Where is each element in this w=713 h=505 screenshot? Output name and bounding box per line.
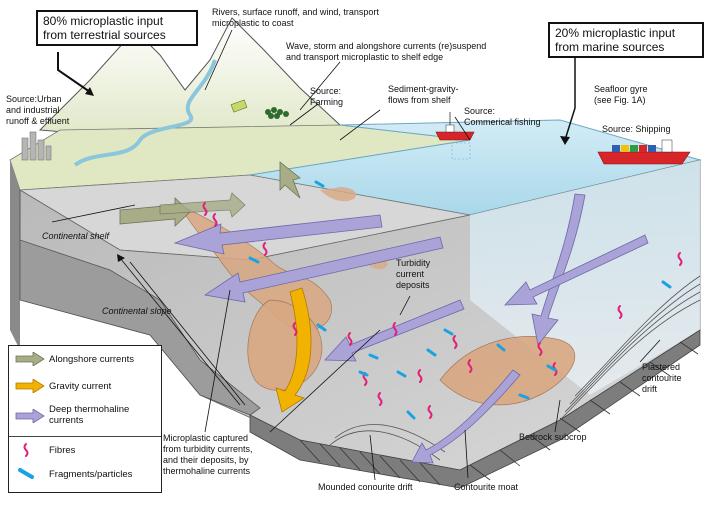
label-seafloor-gyre: Seafloor gyre (see Fig. 1A) xyxy=(594,84,648,106)
sediment-plume xyxy=(320,187,356,202)
label-shipping-source: Source: Shipping xyxy=(602,124,671,134)
label-plastered-drift: Plastered contourite drift xyxy=(642,362,682,395)
legend-gravity: Gravity current xyxy=(9,379,161,395)
label-urban-line3: runoff & effluent xyxy=(6,116,70,126)
fragment-markers xyxy=(248,180,672,420)
label-turbidity-line1: Turbidity xyxy=(396,258,431,268)
label-wave-line2: and transport microplastic to shelf edge xyxy=(286,52,444,62)
terrestrial-input-line2: from terrestrial sources xyxy=(43,28,166,42)
label-plastered-line2: contourite xyxy=(642,373,682,383)
label-turbidity-line3: deposits xyxy=(396,280,430,290)
alongshore-arrow-icon xyxy=(15,352,45,366)
slope-double-arrow xyxy=(119,257,241,406)
label-turbidity-deposits: Turbidity current deposits xyxy=(396,258,430,291)
farm-icon xyxy=(230,99,289,119)
marine-input-line2: from marine sources xyxy=(555,40,665,54)
river xyxy=(73,59,217,167)
marine-input-line1: 20% microplastic input xyxy=(555,26,676,40)
legend-fragments: Fragments/particles xyxy=(9,466,161,482)
fragment-icon xyxy=(18,468,34,479)
shelf-front-face xyxy=(10,160,20,350)
label-urban-source: Source:Urban and industrial runoff & eff… xyxy=(6,94,69,127)
terrestrial-arrow xyxy=(57,52,91,93)
terrestrial-input-line1: 80% microplastic input xyxy=(43,14,164,28)
legend-fibres-label: Fibres xyxy=(49,445,76,456)
legend-fragments-label: Fragments/particles xyxy=(49,469,133,480)
legend-fibres: Fibres xyxy=(9,442,161,458)
marine-arrow-head xyxy=(560,136,570,145)
label-fishing-line2: Commerical fishing xyxy=(464,117,541,127)
label-rivers-line1: Rivers, surface runoff, and wind, transp… xyxy=(212,7,379,17)
label-sediment-gravity-line1: Sediment-gravity- xyxy=(388,84,459,94)
gravity-current-arrow xyxy=(275,287,312,413)
label-gyre-line2: (see Fig. 1A) xyxy=(594,95,646,105)
marine-arrow xyxy=(564,55,576,141)
label-microplastic-captured: Microplastic captured from turbidity cur… xyxy=(163,433,253,477)
leader-lines xyxy=(51,29,661,481)
label-bedrock-subcrop: Bedrock subcrop xyxy=(519,432,587,442)
label-farming-line1: Source: xyxy=(310,86,342,96)
legend-gravity-label: Gravity current xyxy=(49,381,112,392)
thermohaline-current-arrows xyxy=(173,193,649,464)
label-contourite-moat: Contourite moat xyxy=(454,482,519,492)
legend-alongshore-label: Alongshore currents xyxy=(49,354,135,365)
cargo-ship-icon xyxy=(597,139,691,165)
label-plastered-line3: drift xyxy=(642,384,658,394)
label-captured-line4: thermohaline currents xyxy=(163,466,251,476)
label-rivers: Rivers, surface runoff, and wind, transp… xyxy=(212,7,379,29)
contourite-strata xyxy=(329,275,701,461)
label-sediment-gravity-line2: flows from shelf xyxy=(388,95,451,105)
label-farming-source: Source: Farming xyxy=(310,86,343,108)
label-mounded-drift: Mounded conourite drift xyxy=(318,482,413,492)
bedrock-hatch xyxy=(299,341,699,486)
terrestrial-input-box: 80% microplastic input from terrestrial … xyxy=(36,10,198,46)
legend-deep: Deep thermohaline currents xyxy=(9,404,161,430)
label-continental-slope: Continental slope xyxy=(102,306,172,316)
legend-alongshore: Alongshore currents xyxy=(9,352,161,368)
label-wave: Wave, storm and alongshore currents (re)… xyxy=(286,41,486,63)
label-wave-line1: Wave, storm and alongshore currents (re)… xyxy=(286,41,487,51)
legend: Alongshore currents Gravity current Deep… xyxy=(8,345,162,493)
left-front-face xyxy=(19,190,261,416)
legend-deep-line2: currents xyxy=(49,415,84,426)
label-gyre-line1: Seafloor gyre xyxy=(594,84,648,94)
legend-deep-label: Deep thermohaline currents xyxy=(49,404,129,426)
fibre-icon xyxy=(23,443,29,457)
thermohaline-arrow-icon xyxy=(15,409,45,423)
label-continental-shelf: Continental shelf xyxy=(42,231,110,241)
label-captured-line1: Microplastic captured xyxy=(163,433,249,443)
legend-deep-line1: Deep thermohaline xyxy=(49,404,130,415)
gravity-arrow-icon xyxy=(15,379,45,393)
label-captured-line3: and their deposits, by xyxy=(163,455,249,465)
bedrock-front xyxy=(249,329,701,489)
label-farming-line2: Farming xyxy=(310,97,344,107)
label-plastered-line1: Plastered xyxy=(642,362,681,372)
legend-divider xyxy=(9,436,161,437)
slope-arrow-head-top xyxy=(117,254,125,262)
label-urban-line2: and industrial xyxy=(6,105,60,115)
terrestrial-arrow-head xyxy=(85,87,94,96)
label-sediment-gravity: Sediment-gravity- flows from shelf xyxy=(388,84,459,106)
label-turbidity-line2: current xyxy=(396,269,425,279)
label-fishing-line1: Source: xyxy=(464,106,496,116)
city-icon xyxy=(21,131,52,161)
label-rivers-line2: microplastic to coast xyxy=(212,18,294,28)
marine-input-box: 20% microplastic input from marine sourc… xyxy=(548,22,704,58)
label-urban-line1: Source:Urban xyxy=(6,94,62,104)
label-captured-line2: from turbidity currents, xyxy=(163,444,253,454)
alongshore-current-arrows xyxy=(119,161,301,227)
label-fishing-source: Source: Commerical fishing xyxy=(464,106,541,128)
